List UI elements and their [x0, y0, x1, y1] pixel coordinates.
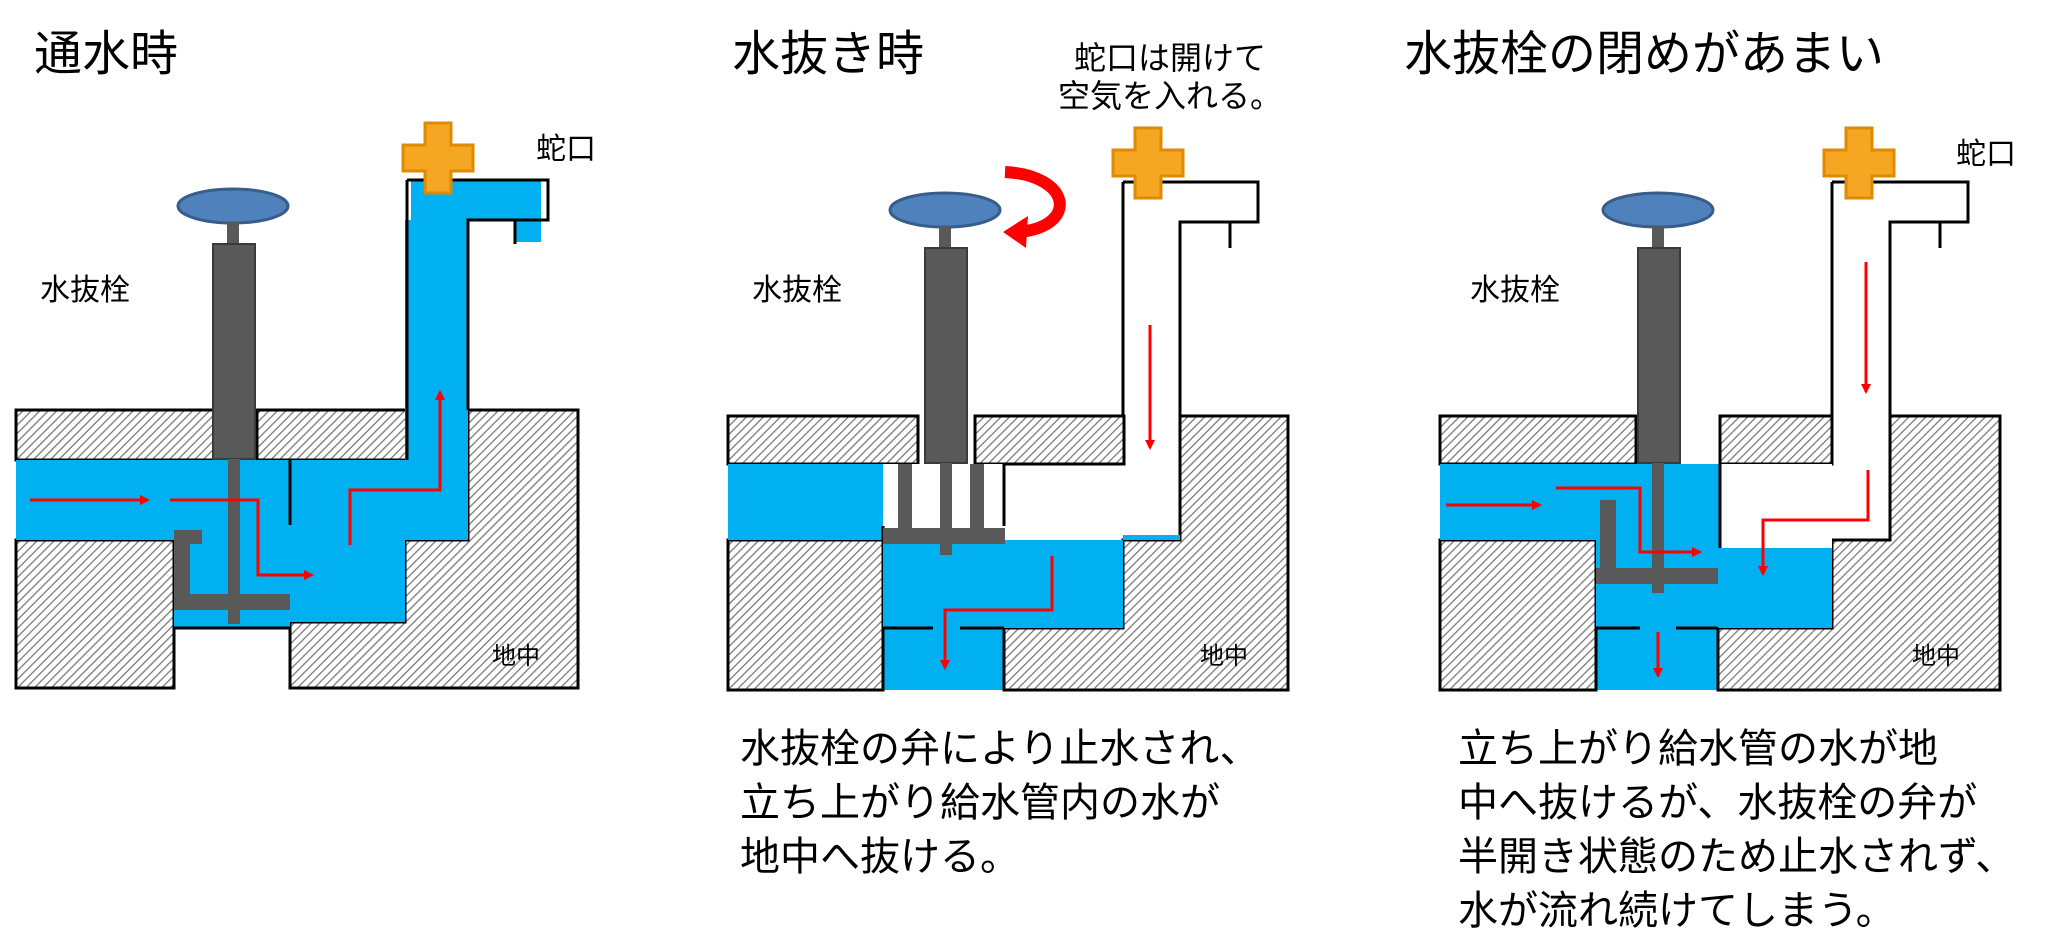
- valve-label: 水抜栓: [40, 273, 130, 308]
- rotate-arrow-icon: [1004, 166, 1066, 238]
- valve-drain-foot: [174, 530, 202, 544]
- water-body: [16, 220, 468, 628]
- panel-2: [726, 126, 1290, 692]
- ground-label: 地中: [1200, 642, 1248, 670]
- faucet-handle-icon: [1111, 126, 1185, 200]
- faucet-label: 蛇口: [1956, 137, 2016, 172]
- caption-line: 立ち上がり給水管の水が地: [1458, 726, 1938, 772]
- panel-3: [1438, 126, 2002, 692]
- valve-rod: [1652, 463, 1664, 593]
- ground-bottom-left: [1438, 538, 1598, 692]
- caption-line: 立ち上がり給水管内の水が: [740, 780, 1220, 826]
- flow-arrow: [348, 390, 445, 545]
- valve-neck: [939, 226, 951, 248]
- valve-handle-icon: [888, 191, 1002, 229]
- flow-arrow: [1758, 470, 1870, 576]
- riser-outline-right: [1123, 180, 1260, 416]
- valve-neck: [227, 222, 239, 244]
- valve-disc: [174, 594, 290, 610]
- water-body: [728, 464, 883, 540]
- ground-bottom-left: [726, 538, 885, 692]
- riser-outline-right: [407, 178, 550, 410]
- valve-drain-arm: [1600, 500, 1616, 576]
- water-body: [883, 535, 1180, 690]
- valve-stem: [924, 247, 968, 464]
- ground-top-left: [14, 408, 224, 462]
- ground-bottom-left: [14, 538, 176, 690]
- note-line: 空気を入れる。: [1058, 76, 1283, 115]
- faucet-handle-icon: [1822, 126, 1896, 200]
- panel-2-title: 水抜き時: [732, 26, 925, 82]
- valve-disc: [1596, 568, 1718, 584]
- ground-top-left: [1438, 414, 1638, 466]
- panel-3-title: 水抜栓の閉めがあまい: [1404, 26, 1885, 82]
- empty-riser: [1720, 464, 1832, 548]
- faucet-handle-icon: [401, 121, 475, 195]
- ground-top-mid: [1718, 414, 1834, 466]
- panel-1: [14, 121, 580, 690]
- valve-handle-icon: [1601, 191, 1715, 229]
- caption-line: 水抜栓の弁により止水され、: [740, 726, 1260, 772]
- ground-top-left: [726, 414, 920, 466]
- ground-label: 地中: [492, 642, 540, 670]
- valve-drain-arm: [174, 530, 190, 600]
- valve-drain-arm: [970, 464, 984, 528]
- flow-arrow: [940, 556, 1054, 670]
- rotate-arrow-head: [1003, 216, 1028, 248]
- caption-line: 半開き状態のため止水されず、: [1458, 834, 2016, 880]
- valve-label: 水抜栓: [752, 273, 842, 308]
- ground-top-mid: [255, 408, 409, 462]
- panel-3-caption: 立ち上がり給水管の水が地 中へ抜けるが、水抜栓の弁が 半開き状態のため止水されず…: [1458, 722, 2015, 938]
- valve-stem: [212, 243, 256, 460]
- ground-top-mid: [973, 414, 1126, 466]
- valve-drain-arm: [898, 464, 912, 528]
- note-line: 蛇口は開けて: [1074, 39, 1267, 77]
- valve-handle-icon: [176, 187, 290, 225]
- valve-disc: [883, 528, 1005, 544]
- faucet-label: 蛇口: [536, 132, 596, 167]
- ground-label: 地中: [1912, 642, 1960, 670]
- valve-stem: [1637, 247, 1681, 464]
- flow-arrow: [1556, 486, 1702, 557]
- caption-line: 水が流れ続けてしまう。: [1458, 888, 1896, 934]
- valve-neck: [1652, 226, 1664, 248]
- flow-arrow: [170, 498, 314, 580]
- caption-line: 中へ抜けるが、水抜栓の弁が: [1458, 780, 1978, 826]
- faucet-note: 蛇口は開けて 空気を入れる。: [1058, 39, 1283, 116]
- caption-line: 地中へ抜ける。: [740, 834, 1020, 880]
- panel-1-title: 通水時: [34, 26, 179, 82]
- valve-label: 水抜栓: [1470, 273, 1560, 308]
- riser-outline-right: [1832, 180, 1970, 416]
- panel-2-caption: 水抜栓の弁により止水され、 立ち上がり給水管内の水が 地中へ抜ける。: [740, 722, 1260, 884]
